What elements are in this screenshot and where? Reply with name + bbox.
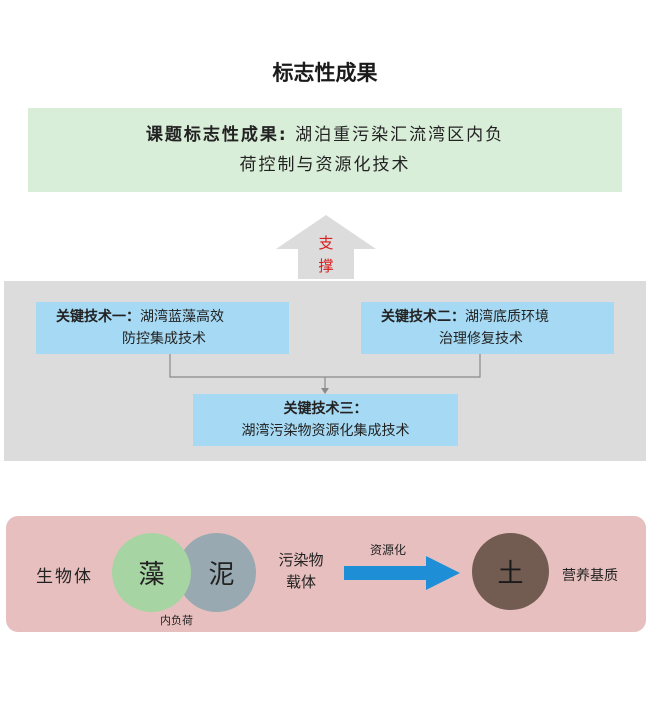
tech3-label: 关键技术三：	[283, 401, 368, 417]
key-technology-3: 关键技术三： 湖湾污染物资源化集成技术	[193, 394, 458, 446]
tech1-text-1: 湖湾蓝藻高效	[140, 309, 224, 325]
tech1-label: 关键技术一：	[56, 309, 140, 325]
mud-circle: 泥	[177, 533, 256, 612]
tech3-text: 湖湾污染物资源化集成技术	[241, 423, 410, 439]
algae-label: 藻	[138, 560, 165, 590]
result-text-2: 荷控制与资源化技术	[239, 155, 411, 175]
tech1-line-1: 关键技术一：湖湾蓝藻高效	[56, 306, 289, 328]
landmark-result-box: 课题标志性成果: 湖泊重污染汇流湾区内负 荷控制与资源化技术	[28, 108, 622, 192]
carrier-line-1: 污染物	[278, 551, 324, 569]
organism-label: 生物体	[36, 567, 93, 587]
tech1-text-2: 防控集成技术	[122, 331, 206, 347]
nutrient-substrate-label: 营养基质	[562, 568, 618, 584]
carrier-line-2: 载体	[285, 573, 316, 591]
support-char-2: 撑	[318, 257, 334, 275]
page-title: 标志性成果	[272, 61, 378, 85]
result-line-1: 课题标志性成果: 湖泊重污染汇流湾区内负	[28, 120, 622, 150]
resource-utilization-label: 资源化	[370, 543, 407, 557]
support-char-1: 支	[318, 234, 334, 252]
pollutant-carrier-label: 污染物 载体	[270, 549, 332, 593]
support-arrow-shape	[276, 215, 376, 279]
key-technology-2: 关键技术二：湖湾底质环境 治理修复技术	[361, 302, 614, 354]
resource-arrow-shape	[344, 556, 460, 590]
algae-circle: 藻	[112, 533, 191, 612]
key-technology-1: 关键技术一：湖湾蓝藻高效 防控集成技术	[36, 302, 289, 354]
tech2-text-2: 治理修复技术	[439, 331, 523, 347]
result-text-1: 湖泊重污染汇流湾区内负	[295, 125, 505, 145]
support-label: 支 撑	[314, 232, 338, 278]
soil-circle: 土	[472, 533, 549, 610]
mud-label: 泥	[208, 560, 235, 590]
tech2-text-1: 湖湾底质环境	[465, 309, 549, 325]
resource-arrow	[344, 556, 460, 590]
result-label: 课题标志性成果:	[145, 125, 288, 145]
internal-load-label: 内负荷	[160, 614, 193, 627]
tech2-line-1: 关键技术二：湖湾底质环境	[381, 306, 614, 328]
support-up-arrow	[276, 215, 376, 279]
tech2-label: 关键技术二：	[381, 309, 465, 325]
soil-label: 土	[497, 559, 524, 589]
